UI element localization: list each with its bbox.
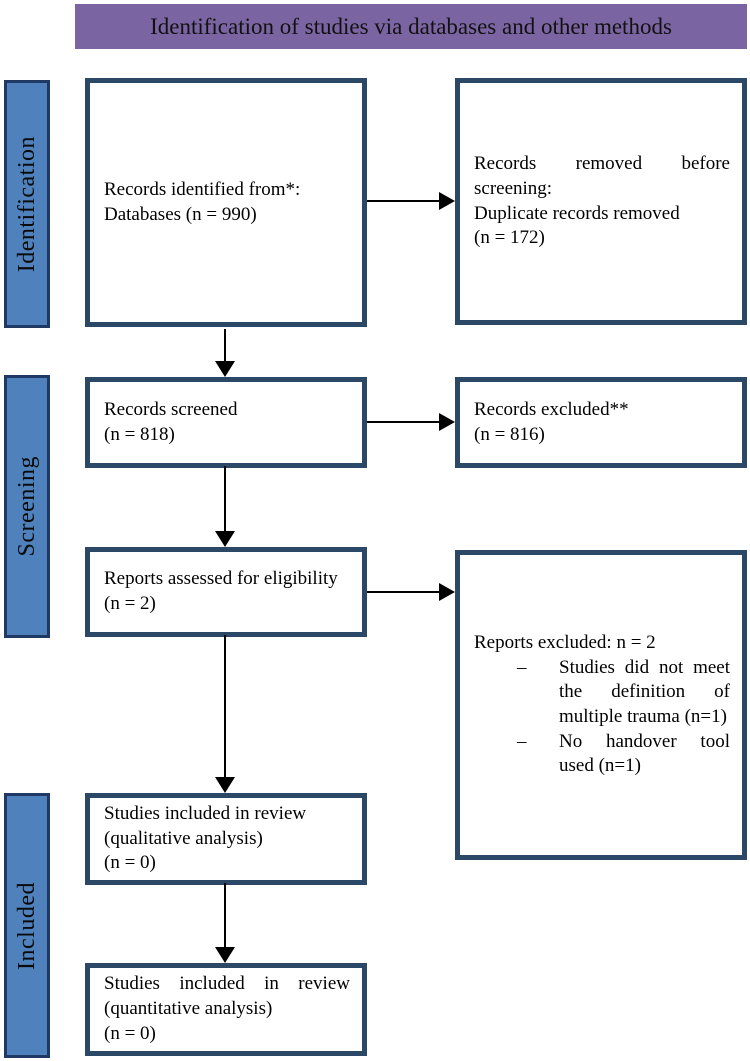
box-records-screened: Records screened (n = 818): [85, 377, 367, 468]
stage-label-screening-text: Screening: [13, 456, 40, 557]
stage-label-screening: Screening: [4, 375, 50, 638]
reports-excluded-heading: Reports excluded: n = 2: [474, 631, 656, 653]
records-excluded-line1: Records excluded**: [474, 398, 629, 420]
arrow-assessed-to-qualitative: [224, 635, 226, 777]
reports-excluded-reason-2: No handover tool used (n=1): [559, 730, 730, 777]
included-quantitative-line2: (quantitative analysis): [104, 998, 273, 1020]
stage-label-included-text: Included: [13, 881, 40, 970]
records-identified-line2: Databases (n = 990): [104, 203, 257, 225]
arrowhead-right-icon: [439, 583, 455, 601]
arrow-identified-to-removed: [367, 200, 439, 202]
dash-bullet-icon: –: [517, 656, 527, 678]
box-records-identified: Records identified from*: Databases (n =…: [85, 78, 367, 327]
diagram-title-banner: Identification of studies via databases …: [75, 4, 747, 49]
arrow-screened-to-assessed: [224, 466, 226, 531]
stage-label-identification: Identification: [4, 80, 50, 328]
records-screened-line2: (n = 818): [104, 423, 175, 445]
arrowhead-down-icon: [215, 777, 235, 793]
arrowhead-down-icon: [215, 531, 235, 547]
box-included-qualitative: Studies included in review (qualitative …: [85, 793, 367, 885]
diagram-title: Identification of studies via databases …: [150, 13, 672, 39]
box-records-excluded: Records excluded** (n = 816): [455, 377, 747, 468]
records-excluded-line2: (n = 816): [474, 423, 545, 445]
records-removed-line2: screening:: [474, 177, 553, 199]
included-qualitative-line3: (n = 0): [104, 852, 156, 874]
included-quantitative-line1: Studies included in review: [104, 973, 350, 995]
records-screened-line1: Records screened: [104, 398, 238, 420]
reports-excluded-reason-1: Studies did not meet the definition of m…: [559, 656, 730, 727]
stage-label-included: Included: [4, 793, 50, 1058]
arrow-screened-to-excluded: [367, 421, 439, 423]
arrowhead-down-icon: [215, 361, 235, 377]
box-reports-excluded: Reports excluded: n = 2 – Studies did no…: [455, 550, 747, 860]
reports-excluded-reason-item: – Studies did not meet the definition of…: [474, 656, 730, 730]
arrowhead-right-icon: [439, 192, 455, 210]
box-included-quantitative: Studies included in review (quantitative…: [85, 963, 367, 1056]
included-quantitative-line3: (n = 0): [104, 1022, 156, 1044]
records-identified-line1: Records identified from*:: [104, 178, 301, 200]
arrowhead-right-icon: [439, 413, 455, 431]
included-qualitative-line2: (qualitative analysis): [104, 827, 263, 849]
box-records-removed: Records removed before screening: Duplic…: [455, 78, 747, 325]
arrow-identified-to-screened: [224, 329, 226, 361]
records-removed-line1: Records removed before: [474, 153, 730, 175]
reports-assessed-line2: (n = 2): [104, 593, 156, 614]
reports-excluded-reason-item: – No handover tool used (n=1): [474, 730, 730, 779]
arrow-qualitative-to-quantitative: [224, 883, 226, 947]
included-qualitative-line1: Studies included in review: [104, 802, 307, 824]
stage-label-identification-text: Identification: [13, 135, 40, 273]
records-removed-line4: (n = 172): [474, 227, 545, 249]
dash-bullet-icon: –: [517, 730, 527, 752]
arrow-assessed-to-reports-excluded: [367, 591, 439, 593]
arrowhead-down-icon: [215, 947, 235, 963]
reports-assessed-line1: Reports assessed for eligibility: [104, 568, 338, 590]
box-reports-assessed: Reports assessed for eligibility (n = 2): [85, 547, 367, 637]
records-removed-line3: Duplicate records removed: [474, 202, 680, 224]
